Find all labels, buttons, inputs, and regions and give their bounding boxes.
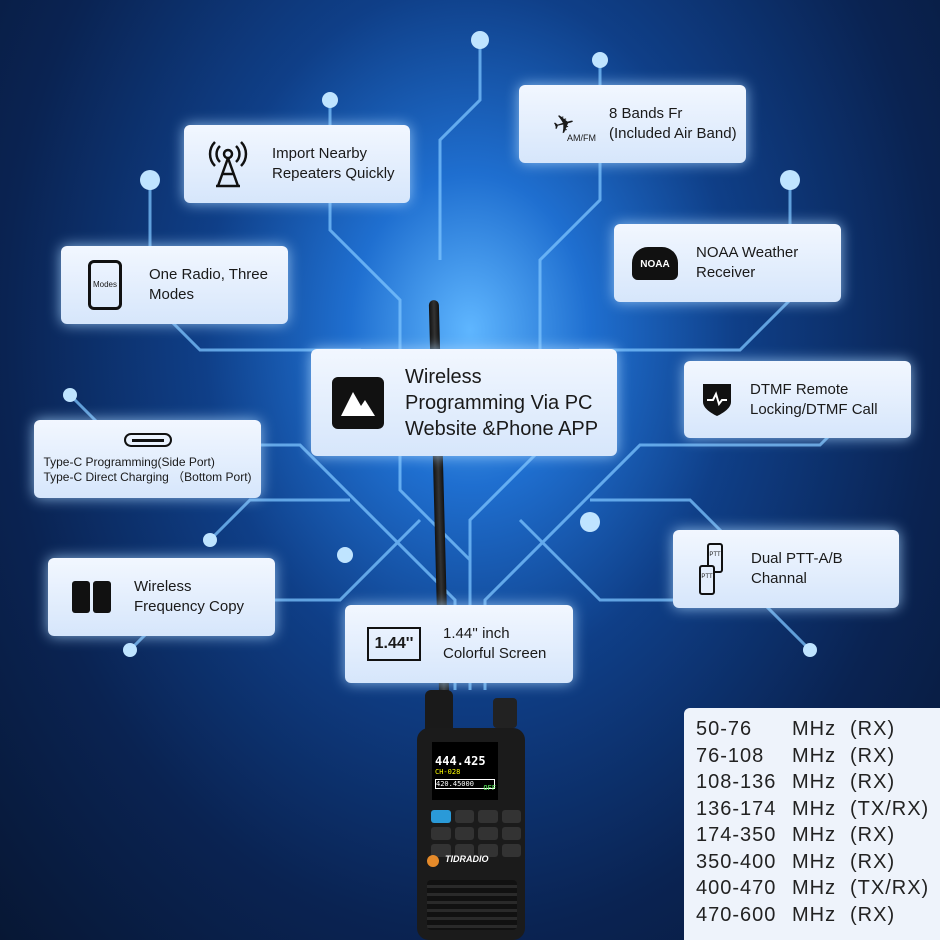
feature-text: Frequency Copy (134, 598, 245, 615)
frequency-mode: (RX) (850, 903, 896, 926)
noaa-cloud-icon: NOAA (614, 246, 696, 280)
frequency-unit: MHz (792, 718, 837, 740)
frequency-unit: MHz (792, 903, 837, 926)
frequency-mode: (TX/RX) (850, 797, 930, 820)
frequency-unit: MHz (792, 850, 837, 873)
frequency-unit: MHz (792, 771, 837, 793)
frequency-row: 400-470 MHz (TX/RX) (696, 877, 940, 904)
feature-text: Programming Via PC (405, 391, 593, 414)
frequency-display: 444.425 (435, 754, 486, 768)
keypad (431, 810, 521, 857)
frequency-range: 50-76 (696, 718, 753, 740)
feature-text: Repeaters Quickly (272, 165, 395, 182)
frequency-range: 400-470 (696, 877, 777, 899)
frequency-range: 470-600 (696, 903, 777, 926)
frequency-range: 174-350 (696, 824, 777, 846)
frequency-row: 174-350 MHz (RX) (696, 824, 940, 851)
feature-text: (Included Air Band) (609, 125, 737, 142)
feature-text: NOAA Weather (696, 244, 799, 261)
screen-size-icon: 1.44'' (345, 627, 443, 661)
frequency-unit: MHz (792, 797, 837, 820)
frequency-row: 470-600 MHz (RX) (696, 904, 940, 931)
radio-modes-icon: Modes (61, 260, 149, 310)
radio-device: 444.425 CH-028 420.45000 OFF TIDRADIO (415, 690, 527, 940)
feature-text: 8 Bands Fr (609, 105, 683, 122)
frequency-range: 136-174 (696, 797, 777, 820)
feature-text: Dual PTT-A/B (751, 550, 843, 567)
antenna-tower-icon (184, 140, 272, 188)
status-display: OFF (483, 784, 496, 792)
frequency-unit: MHz (792, 877, 837, 899)
feature-text: Website &Phone APP (405, 417, 599, 440)
frequency-range: 108-136 (696, 771, 777, 793)
feature-text: Type-C Direct Charging （Bottom Port) (43, 470, 252, 484)
frequency-range: 76-108 (696, 744, 765, 767)
feature-text: Locking/DTMF Call (750, 400, 878, 418)
usb-c-port-icon (123, 433, 172, 447)
shield-pulse-icon (684, 382, 750, 418)
feature-card-typec: Type-C Programming(Side Port)Type-C Dire… (34, 420, 261, 498)
feature-text: 1.44'' inch (443, 625, 510, 642)
frequency-range: 350-400 (696, 850, 777, 873)
feature-text: Colorful Screen (443, 645, 547, 662)
feature-text: Modes (149, 286, 195, 303)
frequency-row: 108-136 MHz (RX) (696, 771, 940, 798)
feature-text: Receiver (696, 264, 756, 281)
frequency-mode: (RX) (850, 744, 896, 767)
feature-text: One Radio, Three (149, 266, 268, 283)
feature-text: Type-C Programming(Side Port) (43, 455, 215, 469)
frequency-row: 76-108 MHz (RX) (696, 745, 940, 772)
frequency-mode: (RX) (850, 718, 896, 740)
frequency-mode: (RX) (850, 824, 896, 846)
two-radios-icon (48, 581, 134, 613)
volume-knob (493, 698, 517, 728)
frequency-row: 136-174 MHz (TX/RX) (696, 798, 940, 825)
feature-text: Wireless (134, 578, 192, 595)
feature-text: Wireless (405, 365, 482, 388)
sub-frequency-display: 420.45000 (435, 779, 495, 789)
app-logo-icon (311, 376, 405, 429)
radio-screen: 444.425 CH-028 420.45000 OFF (432, 742, 498, 800)
frequency-unit: MHz (792, 824, 837, 846)
am-fm-label: AM/FM (567, 133, 596, 143)
channel-display: CH-028 (435, 768, 461, 776)
feature-text: Channal (751, 570, 807, 587)
feature-text: Import Nearby (272, 145, 368, 162)
frequency-mode: (TX/RX) (850, 877, 930, 899)
brand-logo: TIDRADIO (445, 854, 489, 864)
frequency-mode: (RX) (850, 771, 896, 793)
frequency-row: 50-76 MHz (RX) (696, 718, 940, 745)
feature-text: DTMF Remote (750, 380, 849, 398)
frequency-mode: (RX) (850, 850, 896, 873)
frequency-unit: MHz (792, 744, 837, 767)
airplane-icon: ✈AM/FM (519, 104, 609, 144)
feature-card-bands: ✈AM/FM 8 Bands Fr (Included Air Band) (519, 85, 746, 163)
frequency-row: 350-400 MHz (RX) (696, 851, 940, 878)
